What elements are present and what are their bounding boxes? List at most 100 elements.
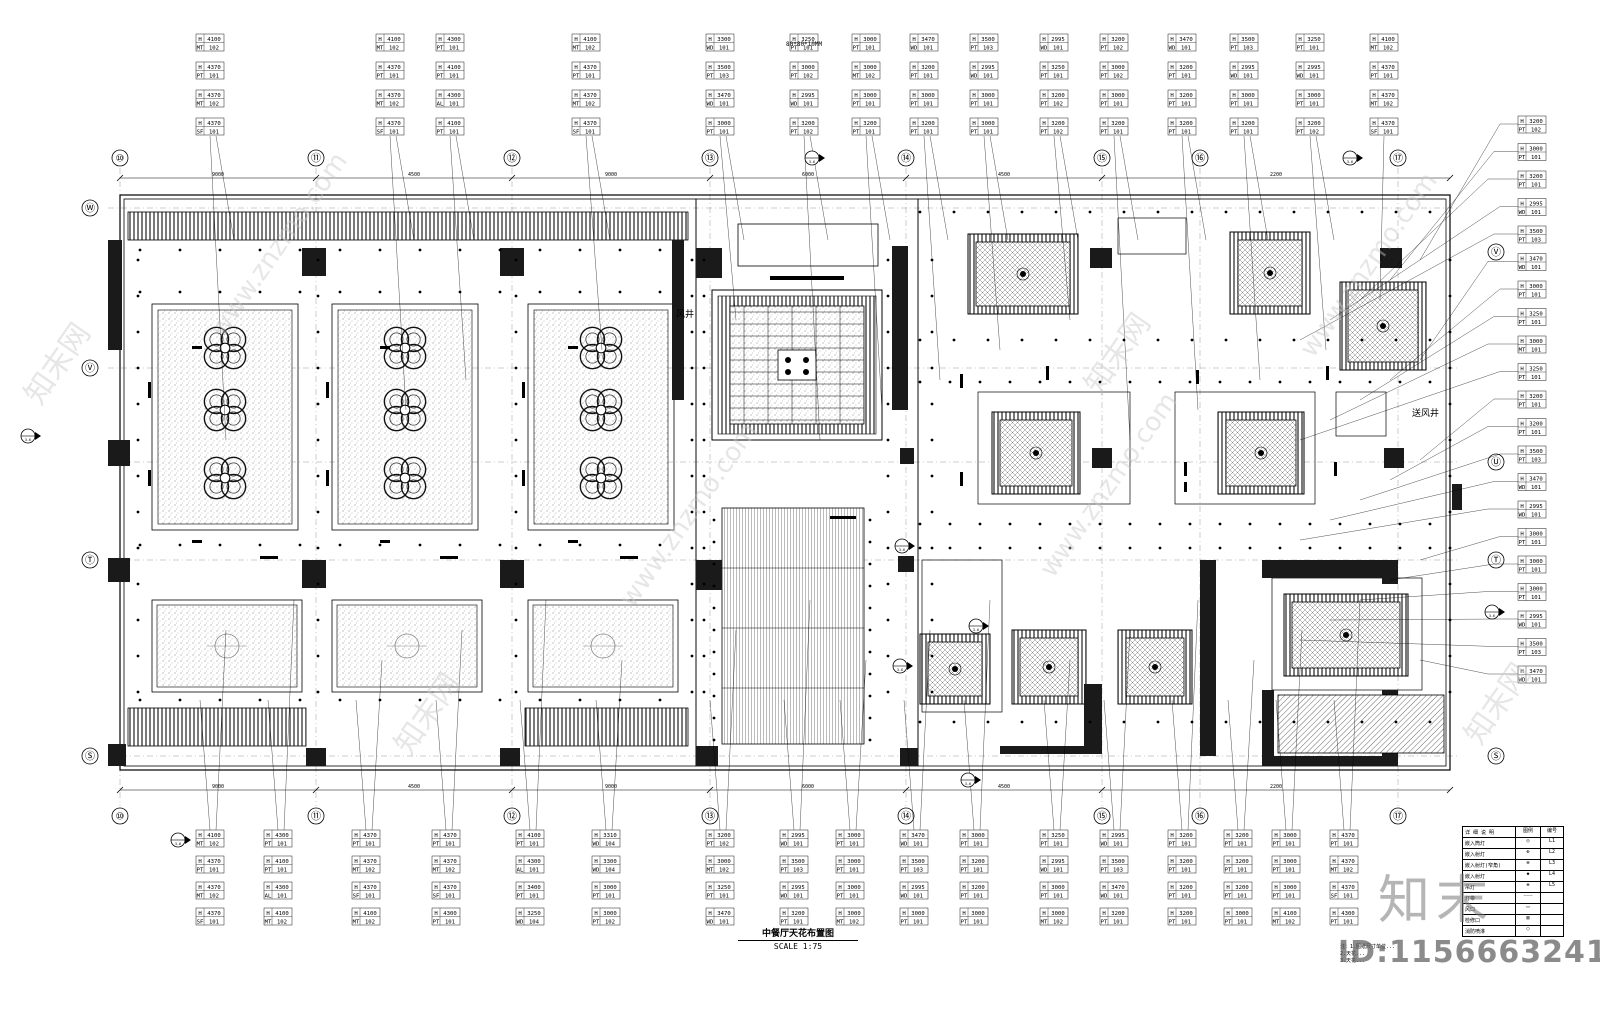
- grid-bubble-label: ⑰: [1393, 811, 1403, 823]
- light-strip: [1184, 462, 1187, 476]
- downlight-dot: [178, 248, 182, 252]
- downlight-dot: [538, 698, 542, 702]
- tag-value: 4370: [1381, 65, 1394, 71]
- column-block: [1084, 684, 1102, 754]
- section-ref: 3-6: [175, 842, 181, 846]
- section-ref: 3-6: [1489, 614, 1495, 618]
- speckle-panel-small: [527, 599, 679, 693]
- light-strip: [1326, 366, 1329, 380]
- tag-value: 104: [605, 867, 616, 873]
- tag-code: H: [1102, 37, 1105, 43]
- pendant-lamp-petal: [203, 473, 230, 500]
- grid-bubble-circle: [111, 807, 129, 825]
- tag-code: H: [912, 65, 915, 71]
- light-strip: [380, 346, 390, 349]
- tag-code: H: [708, 885, 711, 891]
- tag-value: 4370: [363, 885, 376, 891]
- tag-value: 4100: [275, 859, 288, 865]
- downlight-dot: [338, 543, 342, 547]
- tag-value: 4370: [1341, 833, 1354, 839]
- column-block: [1384, 448, 1404, 468]
- ceiling-tray: [991, 411, 1081, 495]
- legend-cell: 风口: [1465, 906, 1476, 913]
- pendant-lamp-petal: [383, 388, 410, 415]
- downlight-dot: [1448, 618, 1452, 622]
- downlight-dot: [952, 720, 956, 724]
- tag-value: 101: [585, 73, 595, 79]
- light-strip: [148, 382, 151, 398]
- leader-line: [1059, 135, 1079, 241]
- leader-line: [1419, 261, 1489, 361]
- tag-code: SF: [197, 919, 204, 925]
- section-arrow: [907, 662, 913, 670]
- leader-line: [1329, 618, 1501, 621]
- downlight-dot: [298, 290, 302, 294]
- downlight-dot: [1020, 720, 1024, 724]
- tag-code: H: [1520, 229, 1523, 235]
- tag-value: 3000: [863, 93, 876, 99]
- legend-cell: 嵌入射灯(窄角): [1465, 862, 1502, 869]
- tag-value: 101: [1531, 210, 1541, 216]
- tag-code: PT: [1101, 101, 1108, 107]
- drawing-scale: SCALE 1:75: [773, 942, 823, 951]
- downlight-dot: [498, 248, 502, 252]
- downlight-dot: [918, 210, 922, 214]
- tag-code: H: [1042, 65, 1045, 71]
- downlight-dot: [1008, 546, 1012, 550]
- downlight-dot: [1428, 210, 1432, 214]
- tag-value: 101: [1053, 867, 1063, 873]
- leader-line: [1227, 699, 1239, 831]
- downlight-dot: [498, 543, 502, 547]
- legend-cell: 消防喷淋: [1465, 928, 1486, 935]
- ceiling-tray: [967, 233, 1079, 315]
- tag-value: 4100: [583, 37, 596, 43]
- pendant-lamp-petal-inner: [406, 479, 421, 494]
- downlight-dot: [136, 510, 140, 514]
- downlight-dot: [702, 510, 706, 514]
- tag-code: PT: [1225, 867, 1232, 873]
- downlight-dot: [702, 474, 706, 478]
- tag-value: 2995: [1529, 504, 1542, 510]
- tag-value: 4300: [447, 93, 460, 99]
- tag-code: PT: [781, 867, 788, 873]
- tag-value: 2995: [791, 885, 804, 891]
- downlight-dot: [378, 698, 382, 702]
- tag-code: MT: [1371, 45, 1378, 51]
- tag-code: H: [438, 93, 441, 99]
- leader-line: [1419, 536, 1501, 561]
- tag-code: MT: [853, 73, 860, 79]
- tag-code: H: [1520, 421, 1523, 427]
- tag-value: 101: [209, 73, 219, 79]
- tag-value: 4370: [1341, 859, 1354, 865]
- tag-value: 103: [1531, 457, 1541, 463]
- tag-value: 101: [1053, 841, 1063, 847]
- tag-code: PT: [1519, 457, 1526, 463]
- downlight-dot: [136, 546, 140, 550]
- tray-lamp: [1258, 450, 1264, 456]
- tag-value: 4370: [207, 911, 220, 917]
- downlight-dot: [1360, 720, 1364, 724]
- leader-line: [725, 135, 745, 241]
- pendant-lamp-petal-inner: [209, 349, 224, 364]
- leader-line: [783, 699, 795, 831]
- column-block: [672, 240, 684, 400]
- tag-value: 2995: [1307, 65, 1320, 71]
- dim-tick: [1446, 174, 1454, 182]
- downlight-dot: [712, 562, 716, 566]
- downlight-dot: [1278, 546, 1282, 550]
- leader-line: [1349, 599, 1361, 831]
- tag-code: H: [1520, 201, 1523, 207]
- downlight-dot: [1448, 258, 1452, 262]
